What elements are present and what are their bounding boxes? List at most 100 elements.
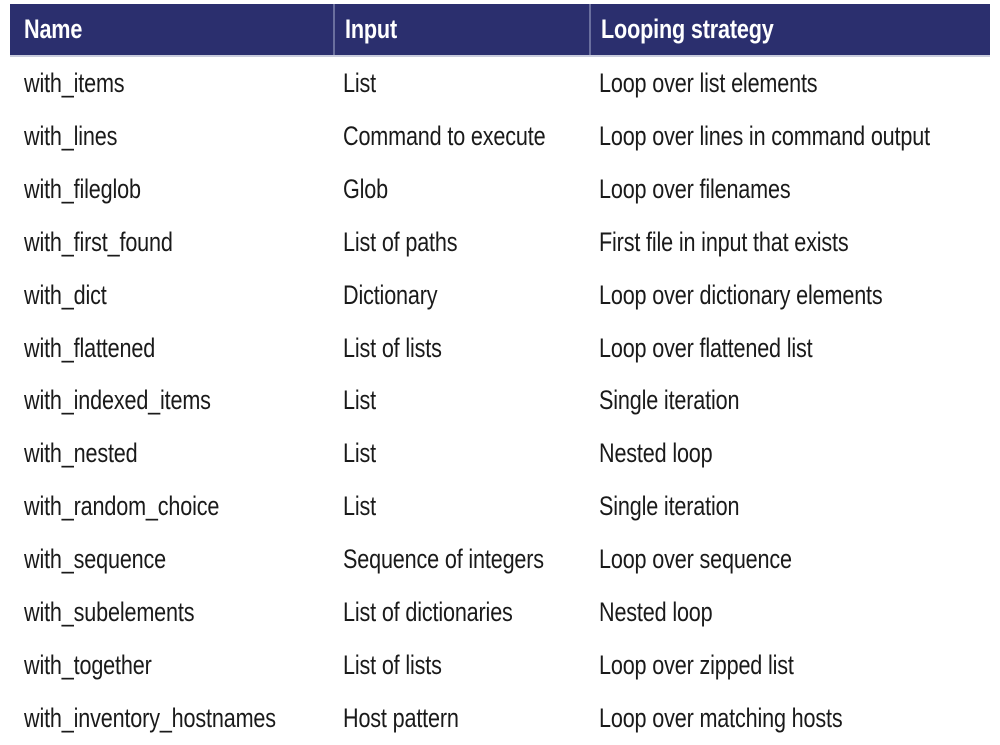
cell-name-text: with_indexed_items <box>24 385 211 416</box>
cell-input-text: List of lists <box>343 332 442 363</box>
cell-name: with_lines <box>10 110 333 163</box>
column-header-looping-strategy: Looping strategy <box>589 4 990 55</box>
cell-strategy: Nested loop <box>589 427 990 480</box>
cell-name-text: with_dict <box>24 279 107 310</box>
cell-strategy-text: First file in input that exists <box>599 226 849 257</box>
cell-input-text: Dictionary <box>343 279 438 310</box>
table-row: with_flattened List of lists Loop over f… <box>10 322 990 375</box>
cell-input-text: Sequence of integers <box>343 544 544 575</box>
cell-input-text: List <box>343 491 376 522</box>
loop-constructs-table: Name Input Looping strategy with_items L… <box>10 4 990 745</box>
column-header-input-label: Input <box>345 14 397 44</box>
cell-input-text: List of dictionaries <box>343 597 513 628</box>
cell-strategy-text: Loop over lines in command output <box>599 120 930 151</box>
cell-name: with_random_choice <box>10 480 333 533</box>
cell-strategy: Single iteration <box>589 375 990 428</box>
cell-strategy-text: Loop over dictionary elements <box>599 279 883 310</box>
cell-input: List <box>333 57 589 110</box>
cell-name: with_indexed_items <box>10 375 333 428</box>
cell-name: with_nested <box>10 427 333 480</box>
cell-strategy: Loop over dictionary elements <box>589 269 990 322</box>
cell-strategy-text: Loop over filenames <box>599 173 791 204</box>
cell-input: List of dictionaries <box>333 586 589 639</box>
cell-input-text: List <box>343 67 376 98</box>
cell-input: Command to execute <box>333 110 589 163</box>
cell-strategy-text: Single iteration <box>599 491 740 522</box>
cell-name-text: with_flattened <box>24 332 156 363</box>
cell-name: with_together <box>10 639 333 692</box>
table-body: with_items List Loop over list elements … <box>10 57 990 745</box>
cell-name-text: with_sequence <box>24 544 167 575</box>
cell-strategy-text: Single iteration <box>599 385 740 416</box>
cell-name-text: with_lines <box>24 120 118 151</box>
cell-name-text: with_nested <box>24 438 138 469</box>
column-header-name: Name <box>10 4 333 55</box>
table-row: with_first_found List of paths First fil… <box>10 216 990 269</box>
table-row: with_together List of lists Loop over zi… <box>10 639 990 692</box>
column-header-name-label: Name <box>24 14 83 44</box>
cell-strategy: Loop over matching hosts <box>589 692 990 745</box>
cell-input-text: List of lists <box>343 650 442 681</box>
cell-name-text: with_fileglob <box>24 173 141 204</box>
cell-name: with_flattened <box>10 322 333 375</box>
cell-strategy-text: Nested loop <box>599 438 713 469</box>
cell-input: Dictionary <box>333 269 589 322</box>
cell-name: with_first_found <box>10 216 333 269</box>
cell-name-text: with_random_choice <box>24 491 220 522</box>
cell-input-text: Command to execute <box>343 120 546 151</box>
cell-strategy: Loop over lines in command output <box>589 110 990 163</box>
table-row: with_nested List Nested loop <box>10 427 990 480</box>
cell-strategy: Loop over list elements <box>589 57 990 110</box>
cell-strategy: Loop over flattened list <box>589 322 990 375</box>
cell-strategy: Nested loop <box>589 586 990 639</box>
table-row: with_lines Command to execute Loop over … <box>10 110 990 163</box>
table-header-row: Name Input Looping strategy <box>10 4 990 57</box>
cell-strategy-text: Loop over list elements <box>599 67 818 98</box>
column-header-input: Input <box>333 4 589 55</box>
cell-strategy: Loop over sequence <box>589 533 990 586</box>
table-row: with_sequence Sequence of integers Loop … <box>10 533 990 586</box>
cell-input: Glob <box>333 163 589 216</box>
cell-strategy-text: Loop over flattened list <box>599 332 813 363</box>
cell-input: List of lists <box>333 639 589 692</box>
cell-input: List <box>333 375 589 428</box>
cell-input-text: Glob <box>343 173 388 204</box>
cell-input: List of lists <box>333 322 589 375</box>
cell-input-text: Host pattern <box>343 703 459 734</box>
table-row: with_inventory_hostnames Host pattern Lo… <box>10 692 990 745</box>
cell-name-text: with_first_found <box>24 226 173 257</box>
cell-input-text: List <box>343 438 376 469</box>
cell-strategy-text: Nested loop <box>599 597 713 628</box>
cell-strategy: Loop over zipped list <box>589 639 990 692</box>
column-header-looping-strategy-label: Looping strategy <box>601 14 774 44</box>
cell-input: List of paths <box>333 216 589 269</box>
cell-input-text: List of paths <box>343 226 458 257</box>
cell-name: with_items <box>10 57 333 110</box>
cell-strategy: Loop over filenames <box>589 163 990 216</box>
table-row: with_indexed_items List Single iteration <box>10 375 990 428</box>
cell-strategy: Single iteration <box>589 480 990 533</box>
cell-strategy-text: Loop over matching hosts <box>599 703 843 734</box>
cell-name: with_inventory_hostnames <box>10 692 333 745</box>
cell-name-text: with_items <box>24 67 125 98</box>
cell-input: Sequence of integers <box>333 533 589 586</box>
cell-name-text: with_together <box>24 650 152 681</box>
cell-name: with_fileglob <box>10 163 333 216</box>
table-row: with_fileglob Glob Loop over filenames <box>10 163 990 216</box>
cell-strategy-text: Loop over sequence <box>599 544 792 575</box>
cell-input: List <box>333 480 589 533</box>
cell-name: with_sequence <box>10 533 333 586</box>
cell-input: Host pattern <box>333 692 589 745</box>
cell-strategy-text: Loop over zipped list <box>599 650 794 681</box>
table-row: with_subelements List of dictionaries Ne… <box>10 586 990 639</box>
cell-input-text: List <box>343 385 376 416</box>
cell-strategy: First file in input that exists <box>589 216 990 269</box>
cell-name: with_dict <box>10 269 333 322</box>
cell-name-text: with_subelements <box>24 597 195 628</box>
cell-name-text: with_inventory_hostnames <box>24 703 276 734</box>
table-row: with_dict Dictionary Loop over dictionar… <box>10 269 990 322</box>
cell-input: List <box>333 427 589 480</box>
cell-name: with_subelements <box>10 586 333 639</box>
table-row: with_random_choice List Single iteration <box>10 480 990 533</box>
table-row: with_items List Loop over list elements <box>10 57 990 110</box>
